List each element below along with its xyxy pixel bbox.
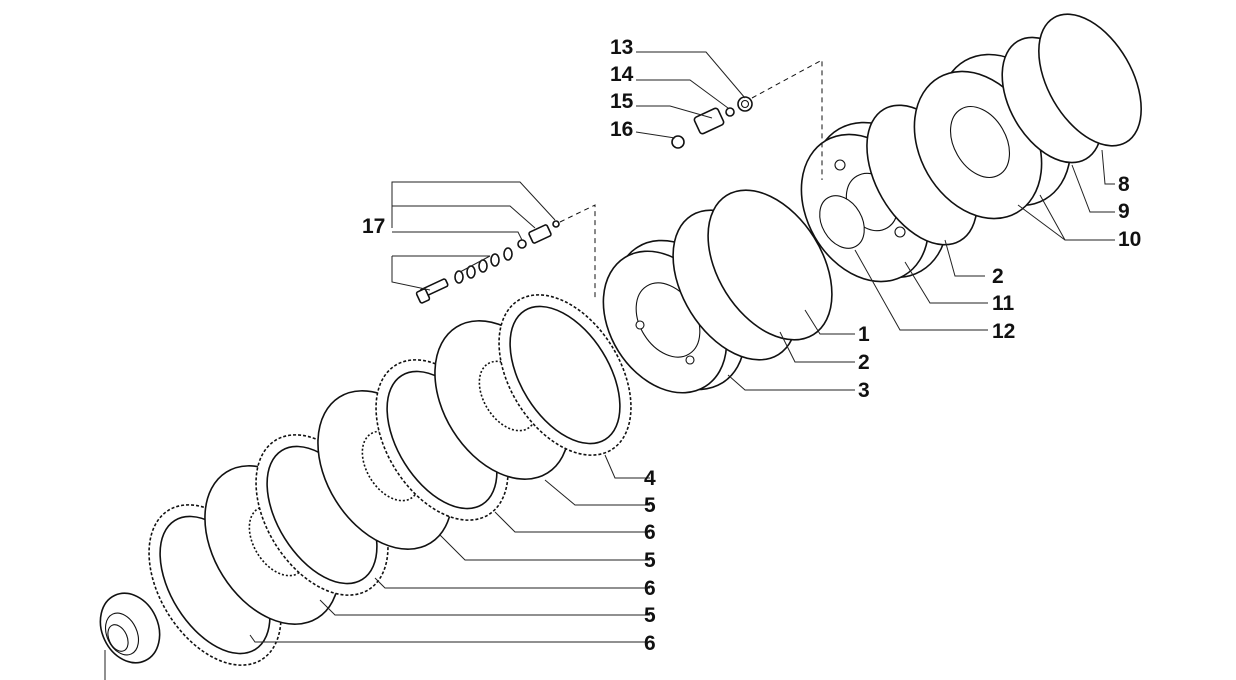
- callout-15: 15: [610, 90, 634, 113]
- callout-11: 11: [992, 292, 1015, 315]
- bolt-kit: [415, 220, 560, 304]
- valve-assembly: [671, 96, 753, 149]
- callout-5-middle: 5: [644, 549, 656, 572]
- callout-9: 9: [1118, 200, 1130, 223]
- bolt-alignment-line: [559, 204, 596, 300]
- callout-14: 14: [610, 63, 634, 86]
- steel-plate-4: [498, 294, 632, 456]
- callout-6-middle: 6: [644, 577, 656, 600]
- callout-2-lower: 2: [858, 351, 870, 374]
- callout-3: 3: [858, 379, 870, 402]
- callout-10: 10: [1118, 228, 1141, 251]
- callout-5-front: 5: [644, 604, 656, 627]
- leader-lines: [249, 51, 1115, 643]
- callout-6-front: 6: [644, 632, 656, 655]
- callout-2-upper: 2: [992, 265, 1004, 288]
- splined-hub: [99, 592, 161, 680]
- retaining-ring-8: [1038, 13, 1142, 147]
- callout-6-rear: 6: [644, 521, 656, 544]
- callout-8: 8: [1118, 173, 1130, 196]
- callout-1: 1: [858, 323, 870, 346]
- callout-labels: 13 14 15 16 17 8 9 10 2 11 12 1 2 3 4 5 …: [362, 36, 1141, 655]
- callout-5-rear: 5: [644, 494, 656, 517]
- callout-17: 17: [362, 215, 385, 238]
- seal-ring-1: [707, 189, 833, 341]
- callout-4: 4: [644, 467, 656, 490]
- callout-16: 16: [610, 118, 633, 141]
- callout-13: 13: [610, 36, 633, 59]
- callout-12: 12: [992, 320, 1015, 343]
